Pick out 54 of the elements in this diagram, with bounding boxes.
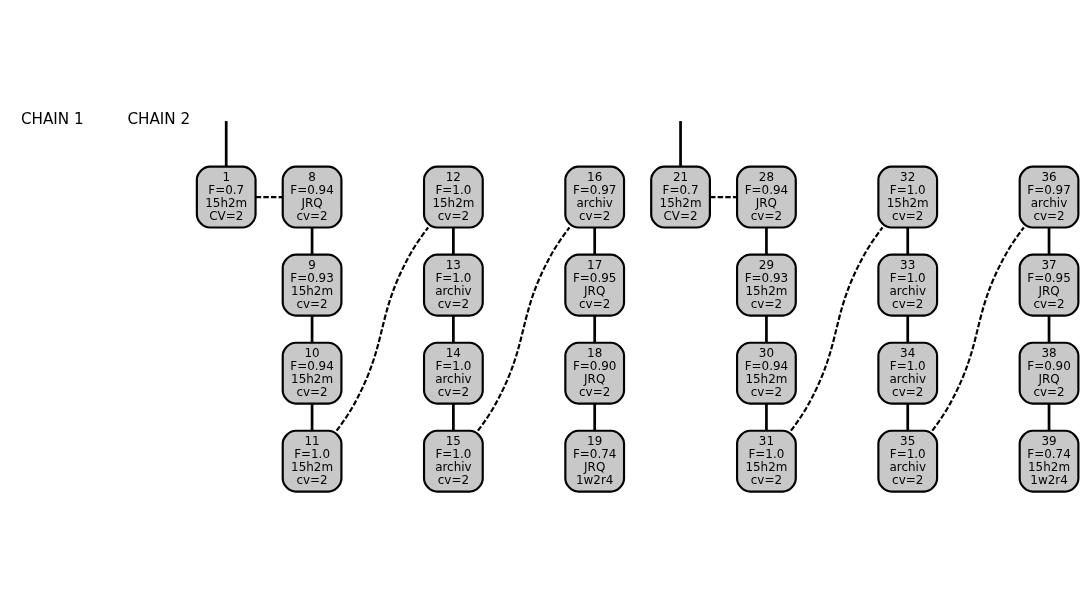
node-box: 36 F=0.97 archiv cv=2 — [1018, 165, 1080, 229]
node-box: 9 F=0.93 15h2m cv=2 — [281, 253, 343, 317]
node-box: 38 F=0.90 JRQ cv=2 — [1018, 341, 1080, 405]
connector — [679, 121, 682, 167]
node-box: 15 F=1.0 archiv cv=2 — [422, 429, 484, 493]
node-box: 21 F=0.7 15h2m CV=2 — [650, 165, 711, 229]
connector — [1047, 403, 1051, 431]
node-box: 29 F=0.93 15h2m cv=2 — [736, 253, 797, 317]
node-box: 28 F=0.94 JRQ cv=2 — [736, 165, 797, 229]
connector — [593, 403, 597, 431]
node-box: 30 F=0.94 15h2m cv=2 — [736, 341, 797, 405]
node-box: 14 F=1.0 archiv cv=2 — [422, 341, 484, 405]
node-box: 33 F=1.0 archiv cv=2 — [877, 253, 939, 317]
connector — [255, 196, 283, 199]
node-box: 35 F=1.0 archiv cv=2 — [877, 429, 939, 493]
label: CHAIN 1 — [20, 109, 84, 128]
node-box: 37 F=0.95 JRQ cv=2 — [1018, 253, 1080, 317]
node-box: 39 F=0.74 15h2m 1w2r4 — [1018, 429, 1080, 493]
node-box: 16 F=0.97 archiv cv=2 — [564, 165, 626, 229]
connector — [224, 121, 228, 167]
connector — [335, 226, 429, 432]
connector — [765, 403, 768, 431]
node-box: 17 F=0.95 JRQ cv=2 — [564, 253, 626, 317]
node-box: 19 F=0.74 JRQ 1w2r4 — [564, 429, 626, 493]
connector — [310, 315, 314, 343]
label: CHAIN 2 — [127, 109, 191, 128]
connector — [906, 315, 910, 343]
node-box: 10 F=0.94 15h2m cv=2 — [281, 341, 343, 405]
node-box: 12 F=1.0 15h2m cv=2 — [422, 165, 484, 229]
connector — [310, 227, 314, 255]
connector — [477, 226, 571, 432]
node-box: 8 F=0.94 JRQ cv=2 — [281, 165, 343, 229]
node-box: 32 F=1.0 15h2m cv=2 — [877, 165, 939, 229]
node-box: 13 F=1.0 archiv cv=2 — [422, 253, 484, 317]
node-box: 34 F=1.0 archiv cv=2 — [877, 341, 939, 405]
connector — [1047, 315, 1051, 343]
connector — [452, 403, 455, 431]
connector — [931, 226, 1025, 432]
connector — [906, 403, 910, 431]
connector — [593, 315, 597, 343]
node-box: 18 F=0.90 JRQ cv=2 — [564, 341, 626, 405]
connector — [452, 315, 455, 343]
node-box: 11 F=1.0 15h2m cv=2 — [281, 429, 343, 493]
node-box: 1 F=0.7 15h2m CV=2 — [195, 165, 257, 229]
connector — [710, 196, 737, 199]
connector — [790, 226, 884, 432]
connector — [906, 227, 910, 255]
connector — [593, 227, 597, 255]
connector — [310, 403, 314, 431]
connector — [452, 227, 455, 255]
node-box: 31 F=1.0 15h2m cv=2 — [736, 429, 797, 493]
connector — [1047, 227, 1051, 255]
connector — [765, 315, 768, 343]
connector — [765, 227, 768, 255]
